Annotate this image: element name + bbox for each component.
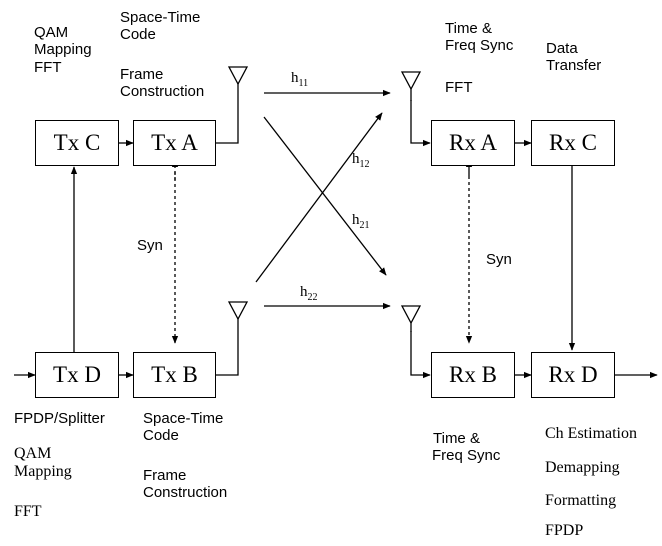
syn-label-rx: Syn: [486, 251, 512, 268]
tx-d-label-mapping: Mapping: [14, 463, 72, 481]
channel-label-h21: h21: [352, 212, 370, 231]
tx-a-block: Tx A: [133, 120, 216, 166]
tx-a-label-space-time: Space-Time: [120, 9, 201, 26]
channel-h21-arrow: [263, 116, 387, 276]
channel-label-h22: h22: [300, 284, 318, 303]
channel-h12-arrow: [255, 112, 383, 283]
tx-a-annotation-frame: Frame Construction: [120, 66, 204, 101]
tx-b-block: Tx B: [133, 352, 216, 398]
rx-d-label-formatting: Formatting: [545, 492, 617, 509]
rx-c-annotation: Data Transfer: [546, 40, 601, 75]
rx-d-block: Rx D: [531, 352, 615, 398]
tx-d-label-fft: FFT: [14, 503, 42, 520]
rx-b-label-freq-sync: Freq Sync: [432, 447, 501, 465]
tx-a-label-code: Code: [120, 26, 156, 44]
rx-a-label-time: Time &: [445, 20, 492, 37]
tx-b-label-construction: Construction: [143, 484, 228, 502]
tx-b-label-frame: Frame: [143, 467, 187, 484]
tx-d-annotation: QAM Mapping: [14, 445, 72, 482]
link-txb-antenna: [216, 316, 239, 376]
tx-d-label-qam: QAM: [14, 445, 52, 462]
rx-c-label-data: Data: [546, 40, 578, 57]
channel-label-h11: h11: [291, 70, 309, 89]
channel-label-h12: h12: [352, 151, 370, 170]
rx-b-label-time: Time &: [433, 430, 480, 447]
syn-label-tx: Syn: [137, 237, 163, 254]
rx-b-annotation: Time & Freq Sync: [432, 430, 500, 465]
rx-a-block: Rx A: [431, 120, 515, 166]
rx-b-block: Rx B: [431, 352, 515, 398]
tx-d-label-splitter: FPDP/Splitter: [14, 410, 105, 427]
rx-a-label-freq-sync: Freq Sync: [445, 37, 514, 55]
rx-a-label-fft: FFT: [445, 79, 473, 96]
rx-d-label-ch-estimation: Ch Estimation: [545, 425, 637, 442]
antenna-tx-a-icon: [227, 66, 249, 86]
tx-b-annotation-code: Space-Time Code: [143, 410, 223, 445]
tx-c-label-qam: QAM: [34, 24, 69, 41]
tx-c-block: Tx C: [35, 120, 119, 166]
link-antenna-rxb: [410, 331, 431, 379]
tx-c-label-mapping: Mapping: [34, 41, 92, 59]
tx-a-label-construction: Construction: [120, 83, 205, 101]
antenna-tx-b-icon: [227, 301, 249, 321]
rx-d-label-fpdp: FPDP: [545, 522, 584, 539]
rx-d-label-demapping: Demapping: [545, 459, 620, 476]
tx-c-annotation: QAM Mapping FFT: [34, 24, 92, 76]
rx-c-label-transfer: Transfer: [546, 57, 602, 75]
antenna-rx-a-icon: [400, 71, 422, 91]
tx-b-label-code: Code: [143, 427, 179, 445]
antenna-rx-b-icon: [400, 305, 422, 325]
tx-b-annotation-frame: Frame Construction: [143, 467, 227, 502]
tx-a-label-frame: Frame: [120, 66, 164, 83]
rx-a-annotation: Time & Freq Sync: [445, 20, 513, 55]
rx-c-block: Rx C: [531, 120, 615, 166]
tx-a-annotation-code: Space-Time Code: [120, 9, 200, 44]
link-txa-antenna: [216, 82, 239, 144]
tx-b-label-space-time: Space-Time: [143, 410, 224, 427]
tx-c-label-fft: FFT: [34, 58, 62, 76]
tx-d-block: Tx D: [35, 352, 119, 398]
link-antenna-rxa: [410, 100, 431, 147]
